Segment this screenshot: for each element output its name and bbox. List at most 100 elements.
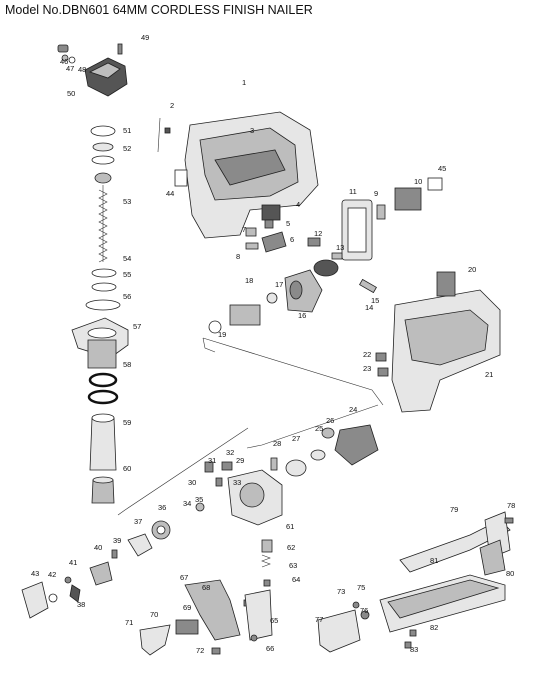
part-number-label-38: 38 [77,600,85,609]
part-number-label-58: 58 [123,360,131,369]
part-number-label-19: 19 [218,330,226,339]
part-number-label-79: 79 [450,505,458,514]
part-number-label-76: 76 [360,606,368,615]
part-number-label-78: 78 [507,501,515,510]
part-number-label-67: 67 [180,573,188,582]
o-rings-lower [87,372,119,405]
safety-linkage [139,579,273,656]
part-number-label-41: 41 [69,558,77,567]
part-number-label-12: 12 [314,229,322,238]
part-number-label-61: 61 [286,522,294,531]
part-number-label-26: 26 [326,416,334,425]
gear-assembly [270,424,379,477]
part-number-label-18: 18 [245,276,253,285]
part-number-label-59: 59 [123,418,131,427]
part-number-label-28: 28 [273,439,281,448]
part-number-label-3: 3 [250,126,254,135]
housing-left [164,111,319,239]
part-number-label-35: 35 [195,495,203,504]
part-number-label-72: 72 [196,646,204,655]
part-number-label-13: 13 [336,243,344,252]
part-number-label-40: 40 [94,543,102,552]
part-number-label-8: 8 [236,252,240,261]
diagram-title: Model No.DBN601 64MM CORDLESS FINISH NAI… [5,3,313,17]
part-number-label-14: 14 [365,303,373,312]
part-number-label-15: 15 [371,296,379,305]
part-number-label-2: 2 [170,101,174,110]
part-number-label-4: 4 [296,200,300,209]
part-number-label-83: 83 [410,645,418,654]
o-rings-middle [85,268,121,311]
part-number-label-23: 23 [363,364,371,373]
part-number-label-36: 36 [158,503,166,512]
part-number-label-25: 25 [315,424,323,433]
part-number-label-17: 17 [275,280,283,289]
part-number-label-10: 10 [414,177,422,186]
part-number-label-75: 75 [357,583,365,592]
part-number-label-22: 22 [363,350,371,359]
part-number-label-27: 27 [292,434,300,443]
part-number-label-51: 51 [123,126,131,135]
part-number-label-65: 65 [270,616,278,625]
part-number-label-73: 73 [337,587,345,596]
part-number-label-39: 39 [113,536,121,545]
part-number-label-69: 69 [183,603,191,612]
part-number-label-30: 30 [188,478,196,487]
switch-parts [376,177,443,220]
driver-blade [94,172,112,263]
part-number-label-37: 37 [134,517,142,526]
guide-lines [117,117,384,516]
part-number-label-20: 20 [468,265,476,274]
part-number-label-68: 68 [202,583,210,592]
part-number-label-5: 5 [286,219,290,228]
drive-gear-parts [111,520,171,559]
cylinder-head [71,317,129,369]
part-number-label-55: 55 [123,270,131,279]
part-number-label-44: 44 [166,189,174,198]
part-number-label-80: 80 [506,569,514,578]
part-number-label-56: 56 [123,292,131,301]
part-number-label-82: 82 [430,623,438,632]
part-number-label-34: 34 [183,499,191,508]
part-number-label-52: 52 [123,144,131,153]
controller-board [307,199,373,261]
magazine-parts [317,511,514,653]
housing-right [375,271,501,413]
part-number-label-60: 60 [123,464,131,473]
part-number-label-63: 63 [289,561,297,570]
part-number-label-11: 11 [349,187,357,196]
base-plate-parts [21,561,113,619]
part-number-label-81: 81 [430,556,438,565]
gear-housing [195,461,283,526]
part-number-label-32: 32 [226,448,234,457]
part-number-label-46: 46 [60,57,68,66]
part-labels: 1234567891011121314151617181920212223242… [31,33,515,655]
part-number-label-33: 33 [233,478,241,487]
part-number-label-53: 53 [123,197,131,206]
rotor-assembly [208,292,278,334]
part-number-label-9: 9 [374,189,378,198]
part-number-label-70: 70 [150,610,158,619]
cap-assembly [57,43,128,97]
part-number-label-42: 42 [48,570,56,579]
cylinder [89,413,117,504]
part-number-label-64: 64 [292,575,300,584]
part-number-label-49: 49 [141,33,149,42]
part-number-label-1: 1 [242,78,246,87]
part-number-label-66: 66 [266,644,274,653]
part-number-label-45: 45 [438,164,446,173]
part-number-label-48: 48 [78,65,86,74]
part-number-label-29: 29 [236,456,244,465]
part-number-label-24: 24 [349,405,357,414]
part-number-label-77: 77 [315,615,323,624]
o-rings-upper [90,125,116,165]
part-number-label-50: 50 [67,89,75,98]
part-number-label-47: 47 [66,64,74,73]
part-number-label-16: 16 [298,311,306,320]
part-number-label-62: 62 [287,543,295,552]
part-number-label-54: 54 [123,254,131,263]
motor [284,259,377,313]
part-number-label-71: 71 [125,618,133,627]
part-number-label-43: 43 [31,569,39,578]
